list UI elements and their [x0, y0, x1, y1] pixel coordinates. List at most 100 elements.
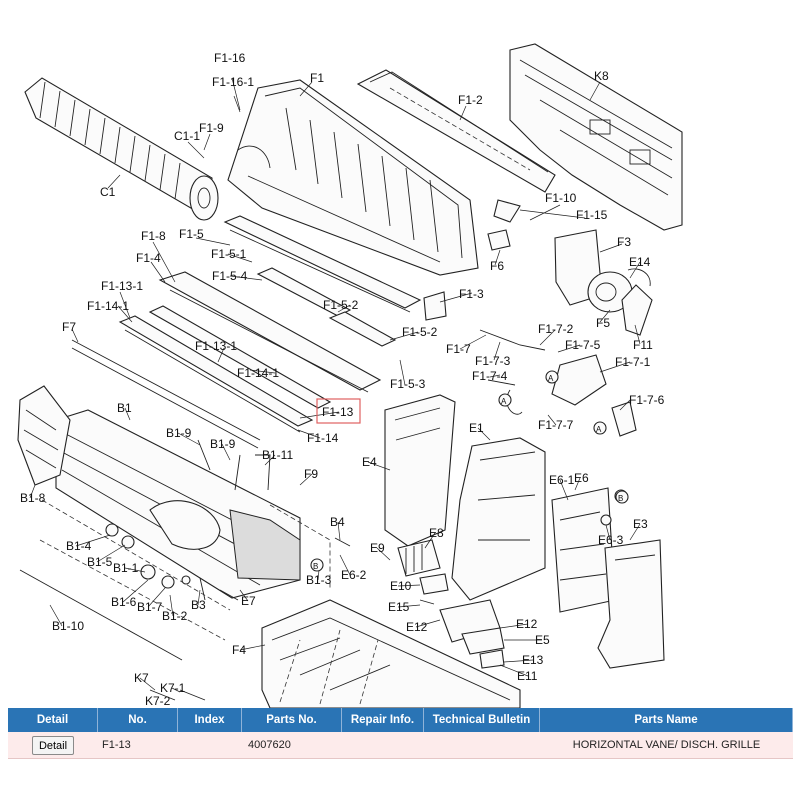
- callout-f11: F11: [633, 338, 653, 352]
- callout-f1-14: F1-14: [307, 431, 339, 445]
- terminal-parts-e12: [419, 573, 505, 669]
- callout-e10: E10: [390, 579, 412, 593]
- callout-f1-8: F1-8: [141, 229, 166, 243]
- callout-c1: C1: [100, 185, 116, 199]
- callout-f1-3: F1-3: [459, 287, 484, 301]
- detail-button[interactable]: Detail: [31, 736, 75, 755]
- callout-e15: E15: [388, 600, 410, 614]
- front-frame-f1: [227, 79, 479, 276]
- callout-e9: E9: [370, 541, 385, 555]
- callout-e5: E5: [535, 633, 550, 647]
- callout-f1-10: F1-10: [545, 191, 577, 205]
- part-k7: [149, 689, 206, 701]
- callout-f1-7-4: F1-7-4: [472, 369, 508, 383]
- callout-e12: E12: [406, 620, 428, 634]
- header-detail: Detail: [8, 708, 98, 732]
- callout-f1-13: F1-13: [322, 405, 354, 419]
- callout-e12: E12: [516, 617, 538, 631]
- callout-b1-4: B1-4: [66, 539, 92, 553]
- callout-b3: B3: [191, 598, 206, 612]
- circle-marker-a: A: [501, 397, 507, 406]
- callout-f1-7-1: F1-7-1: [615, 355, 651, 369]
- callout-b4: B4: [330, 515, 345, 529]
- header-parts-name: Parts Name: [540, 708, 793, 732]
- callout-f1: F1: [310, 71, 324, 85]
- cell-detail: Detail: [8, 732, 98, 758]
- callout-b1-5: B1-5: [87, 555, 113, 569]
- callout-f1-7: F1-7: [446, 342, 471, 356]
- circle-marker-a: A: [596, 425, 602, 434]
- part-f7: [71, 339, 261, 449]
- callout-f1-7-3: F1-7-3: [475, 354, 511, 368]
- callout-e7: E7: [241, 594, 256, 608]
- callout-b1-7: B1-7: [137, 600, 163, 614]
- cell-parts-no: 4007620: [248, 739, 291, 751]
- callout-b1-9: B1-9: [166, 426, 192, 440]
- cell-index: [178, 732, 242, 758]
- header-technical-bulletin: Technical Bulletin: [424, 708, 540, 732]
- header-parts-no: Parts No.: [242, 708, 342, 732]
- callout-f1-7-6: F1-7-6: [629, 393, 665, 407]
- callout-f1-13-1: F1-13-1: [195, 339, 237, 353]
- header-index: Index: [178, 708, 242, 732]
- callout-b1-3: B1-3: [306, 573, 332, 587]
- callout-b1-9: B1-9: [210, 437, 236, 451]
- electrical-box: [384, 394, 546, 601]
- header-repair-info: Repair Info.: [342, 708, 424, 732]
- front-panel-f1-2: [356, 69, 556, 193]
- callout-f1-2: F1-2: [458, 93, 483, 107]
- callout-b1-1: B1-1: [113, 561, 139, 575]
- cell-parts-name: HORIZONTAL VANE/ DISCH. GRILLE: [572, 739, 761, 751]
- callout-f1-13-1: F1-13-1: [101, 279, 143, 293]
- callout-b1-6: B1-6: [111, 595, 137, 609]
- cross-flow-fan-c1: [24, 77, 219, 221]
- callout-c1-1: C1-1: [174, 129, 200, 143]
- vane-supports: [158, 215, 422, 393]
- callout-e13: E13: [522, 653, 544, 667]
- circle-marker-b: B: [618, 494, 623, 503]
- callout-k7-2: K7-2: [145, 694, 171, 708]
- table-header: Detail No. Index Parts No. Repair Info. …: [8, 708, 793, 732]
- callout-f1-7-2: F1-7-2: [538, 322, 574, 336]
- callout-e14: E14: [629, 255, 651, 269]
- callout-e6-2: E6-2: [341, 568, 367, 582]
- parts-table: Detail No. Index Parts No. Repair Info. …: [8, 708, 793, 759]
- cell-no: F1-13: [102, 739, 131, 751]
- evaporator-b1: [39, 409, 331, 641]
- callout-f1-5-3: F1-5-3: [390, 377, 426, 391]
- callout-f1-5-2: F1-5-2: [402, 325, 438, 339]
- callout-e1: E1: [469, 421, 484, 435]
- callout-e11: E11: [517, 669, 538, 683]
- circle-marker-b: B: [313, 562, 318, 571]
- callout-b1: B1: [117, 401, 132, 415]
- cell-repair-info: [342, 732, 424, 758]
- callout-e6-3: E6-3: [598, 533, 624, 547]
- callout-f1-4: F1-4: [136, 251, 161, 265]
- callout-f1-14-1: F1-14-1: [87, 299, 129, 313]
- callout-f1-9: F1-9: [199, 121, 224, 135]
- callout-e4: E4: [362, 455, 377, 469]
- callout-e6-1: E6-1: [549, 473, 575, 487]
- motor-assembly: [423, 199, 653, 437]
- table-row: Detail F1-13 4007620 HORIZONTAL VANE/ DI…: [8, 732, 793, 759]
- callout-labels: F1-16 F1-16-1 F1 F1-2 K8 F1-9 C1-1 C1 F1…: [20, 51, 665, 708]
- callout-f1-16-1: F1-16-1: [212, 75, 254, 89]
- callout-b1-2: B1-2: [162, 609, 188, 623]
- callout-f1-5-2: F1-5-2: [323, 298, 359, 312]
- callout-f4: F4: [232, 643, 246, 657]
- mounting-plate-k8: [509, 43, 683, 231]
- callout-f1-5-4: F1-5-4: [212, 269, 248, 283]
- callout-f1-15: F1-15: [576, 208, 608, 222]
- callout-k7: K7: [134, 671, 149, 685]
- callout-f3: F3: [617, 235, 631, 249]
- highlight-box: [316, 398, 361, 424]
- callout-e8: E8: [429, 526, 444, 540]
- callout-f1-5-1: F1-5-1: [211, 247, 247, 261]
- callout-f5: F5: [596, 316, 610, 330]
- callout-b1-11: B1-11: [262, 448, 293, 462]
- callout-f1-5: F1-5: [179, 227, 204, 241]
- callout-f1-14-1: F1-14-1: [237, 366, 279, 380]
- exploded-parts-diagram: A A A B B F1-16 F1-16-1 F1 F1-2 K8 F1-9 …: [17, 43, 683, 708]
- header-no: No.: [98, 708, 178, 732]
- cover-e3: [597, 539, 665, 669]
